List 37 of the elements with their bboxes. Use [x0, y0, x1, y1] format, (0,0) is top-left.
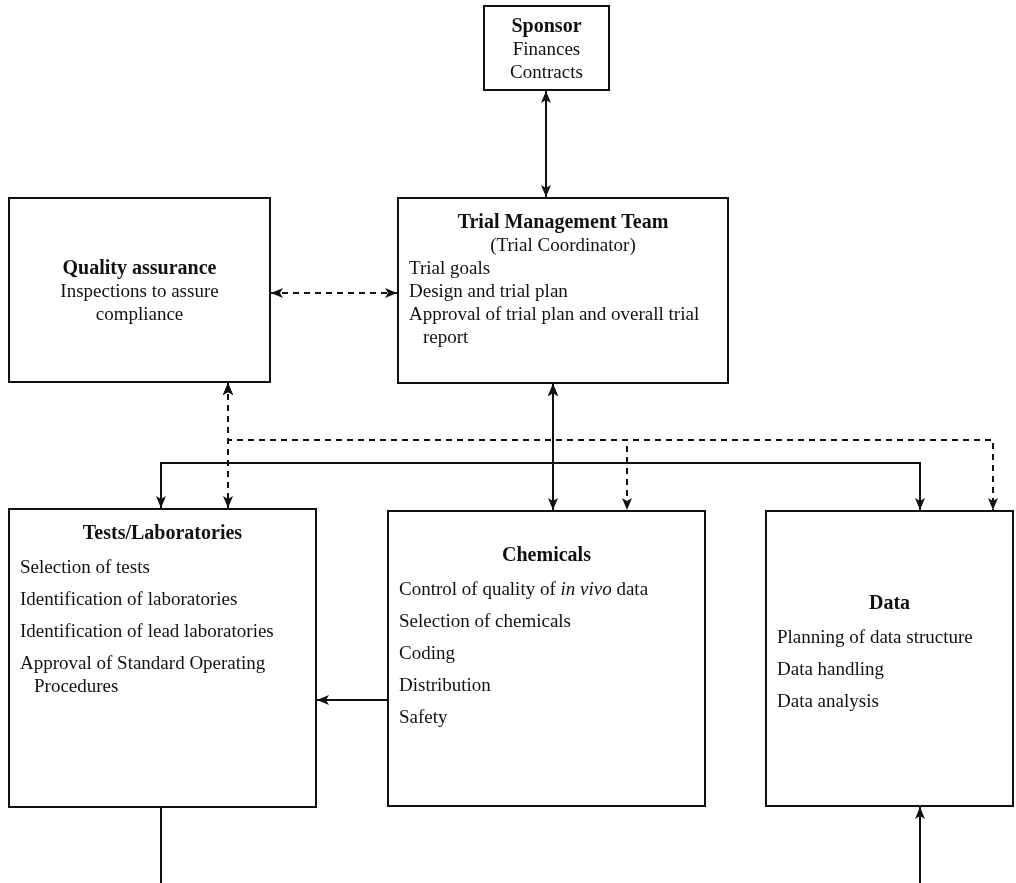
heading-text: Chemicals [501, 542, 592, 566]
item-text: Identification of lead laboratories [20, 619, 275, 642]
item-text: Planning of data structure [777, 625, 974, 648]
org-box [8, 508, 317, 808]
arrow [548, 383, 925, 511]
item-text: Safety [399, 705, 449, 728]
heading-text: Tests/Laboratories [81, 520, 244, 544]
item-text: Distribution [399, 673, 492, 696]
item-text: Approval of trial plan and overall trial report [409, 302, 701, 348]
heading-text: Quality assurance [61, 255, 218, 279]
item-text: (Trial Coordinator) [489, 233, 637, 256]
org-box [397, 197, 729, 384]
org-box [483, 5, 610, 91]
org-box [8, 197, 271, 383]
heading-text: Sponsor [510, 13, 583, 37]
item-text: Trial goals [409, 256, 492, 279]
org-box [387, 510, 706, 807]
arrow [316, 695, 388, 705]
arrow [541, 90, 551, 198]
item-text: Coding [399, 641, 456, 664]
item-text: Contracts [509, 60, 584, 83]
item-text: Data handling [777, 657, 886, 680]
arrow [270, 288, 398, 298]
item-text: Data analysis [777, 689, 880, 712]
item-text: Identification of laboratories [20, 587, 239, 610]
item-text: Selection of tests [20, 555, 151, 578]
arrow [915, 806, 925, 883]
arrow [223, 382, 998, 511]
item-text: Approval of Standard Operating Procedures [20, 651, 267, 697]
heading-text: Data [867, 590, 912, 614]
item-text: Control of quality of in vivo data [399, 577, 650, 600]
heading-text: Trial Management Team [456, 209, 670, 233]
org-box [765, 510, 1014, 807]
item-text: Finances [511, 37, 582, 60]
item-text: Selection of chemicals [399, 609, 572, 632]
item-text: Design and trial plan [409, 279, 569, 302]
item-text: Inspections to assure compliance [59, 279, 220, 325]
